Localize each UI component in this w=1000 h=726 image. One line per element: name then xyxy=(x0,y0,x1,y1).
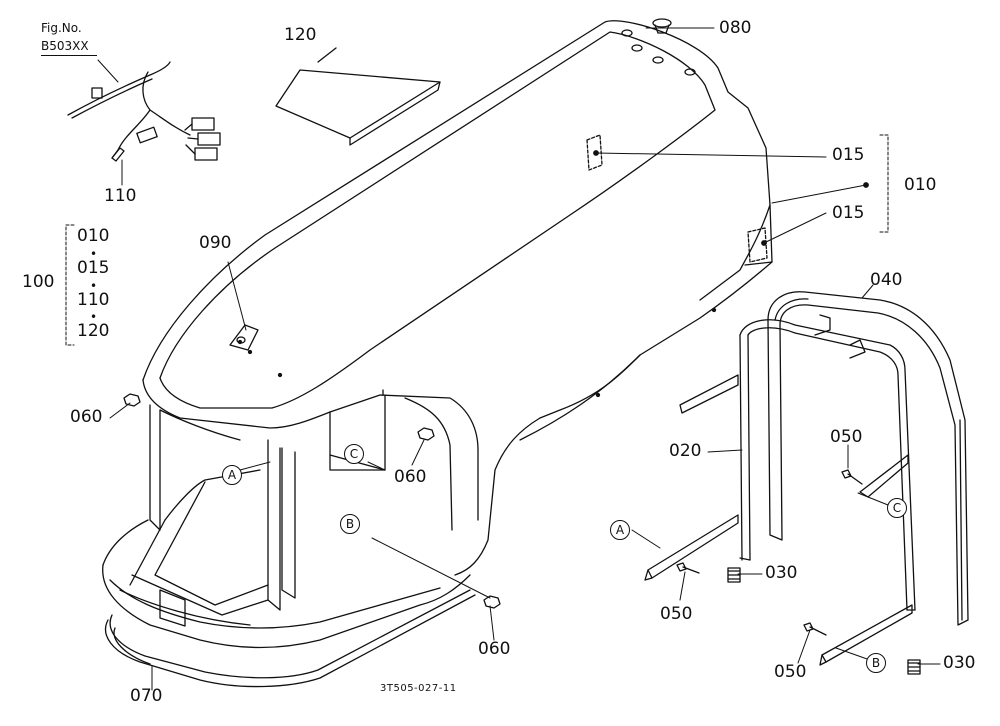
part-060-label-bottom: 060 xyxy=(478,639,511,659)
bolt-050-drawing xyxy=(676,469,863,636)
hood-drawing xyxy=(102,20,773,649)
kit-item-015: 015 xyxy=(77,258,110,278)
part-060-label-left: 060 xyxy=(70,407,103,427)
marker-a-frame: A xyxy=(610,520,630,540)
part-110-label: 110 xyxy=(104,186,137,206)
kit-item-110: 110 xyxy=(77,290,110,310)
wire-harness-drawing xyxy=(67,61,221,162)
marker-c-hood: C xyxy=(344,444,364,464)
label-sticker-drawing xyxy=(586,134,768,263)
fig-number-link[interactable]: B503XX xyxy=(41,39,89,53)
part-100-label: 100 xyxy=(22,272,55,292)
latch-drawing xyxy=(229,324,259,351)
bolt-060-drawing xyxy=(123,393,501,609)
part-050-label-left: 050 xyxy=(660,604,693,624)
kit-separator-1: • xyxy=(90,247,98,261)
part-050-label-lower: 050 xyxy=(774,662,807,682)
part-060-label-middle: 060 xyxy=(394,467,427,487)
part-120-label: 120 xyxy=(284,25,317,45)
part-040-label: 040 xyxy=(870,270,903,290)
marker-a-hood: A xyxy=(222,465,242,485)
manual-drawing xyxy=(275,47,441,146)
marker-b-hood: B xyxy=(340,514,360,534)
fig-label: Fig.No. xyxy=(41,21,82,35)
part-015-label-upper: 015 xyxy=(832,145,865,165)
part-050-label-upper: 050 xyxy=(830,427,863,447)
bracket-010 xyxy=(879,134,889,233)
marker-c-frame: C xyxy=(887,498,907,518)
rubber-seal-drawing xyxy=(104,589,476,688)
part-015-label-lower: 015 xyxy=(832,203,865,223)
part-030-label-upper: 030 xyxy=(765,563,798,583)
reference-code: 3T505-027-11 xyxy=(380,683,457,694)
rops-040-drawing xyxy=(767,291,969,626)
frame-020-drawing xyxy=(644,314,916,666)
kit-item-010: 010 xyxy=(77,226,110,246)
part-080-label: 080 xyxy=(719,18,752,38)
fig-number-underline xyxy=(41,55,97,56)
kit-separator-2: • xyxy=(90,279,98,293)
bracket-100 xyxy=(65,224,75,346)
part-020-label: 020 xyxy=(669,441,702,461)
part-090-label: 090 xyxy=(199,233,232,253)
part-010-label: 010 xyxy=(904,175,937,195)
spring-030-drawing xyxy=(727,567,921,675)
leader-lines xyxy=(97,27,941,691)
part-030-label-lower: 030 xyxy=(943,653,976,673)
kit-separator-3: • xyxy=(90,310,98,324)
part-070-label: 070 xyxy=(130,686,163,706)
kit-item-120: 120 xyxy=(77,321,110,341)
grommet-drawing xyxy=(621,18,696,76)
marker-b-frame: B xyxy=(866,653,886,673)
